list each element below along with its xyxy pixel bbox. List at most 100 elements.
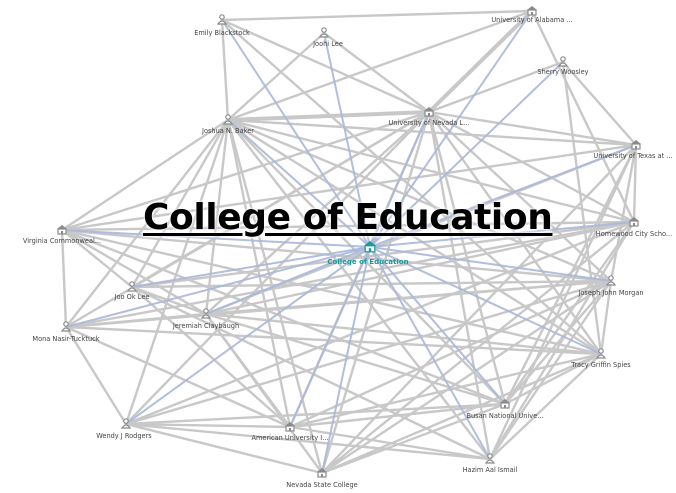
edge-virginia-texas: [60, 143, 638, 232]
node-label-joook: Joo Ok Lee: [114, 293, 150, 301]
person-icon: [60, 321, 72, 332]
edge-jeremiah-joseph: [204, 279, 613, 316]
edge-hazim-joseph: [488, 279, 613, 461]
node-college-of-education[interactable]: College of Education: [327, 241, 409, 266]
edge-nsc-texas: [320, 143, 638, 475]
center-node-label: College of Education: [327, 258, 408, 266]
edge-heavy-joshua-nevada: [227, 110, 430, 122]
edge-virginia-joook: [60, 228, 134, 289]
node-label-alabama: University of Alabama ...: [491, 16, 572, 24]
node-sherry[interactable]: Sherry Woosley: [537, 56, 589, 76]
edge-wendy-american: [124, 422, 292, 429]
edge-virginia-busan: [60, 228, 507, 406]
edge-joshua-virginia: [60, 118, 230, 232]
edge-nsc-busan: [320, 402, 507, 475]
edge-nevada-hazim: [427, 110, 492, 461]
node-label-joshua: Joshua N. Baker: [201, 127, 254, 135]
focus-edge-american: [289, 246, 371, 428]
edge-virginia-jeremiah: [60, 228, 208, 316]
node-label-jeremiah: Jeremiah Claybaugh: [172, 322, 239, 330]
edge-mona-jeremiah: [64, 312, 208, 329]
focus-edge-joook: [131, 246, 371, 288]
building-icon: [285, 422, 295, 432]
person-icon: [120, 418, 132, 429]
node-busan[interactable]: Busan National Unive...: [466, 399, 544, 420]
node-label-homewood: Homewood City Scho...: [596, 230, 672, 238]
node-tracy[interactable]: Tracy Griffin Spies: [570, 348, 631, 369]
node-label-joohi: Joohi Lee: [312, 40, 343, 48]
focus-edge-sherry: [369, 61, 564, 248]
focus-edge-joshua: [227, 119, 371, 248]
node-jeremiah[interactable]: Jeremiah Claybaugh: [172, 308, 239, 330]
person-icon: [222, 114, 234, 125]
node-label-wendy: Wendy J Rodgers: [96, 432, 152, 440]
node-american[interactable]: American University I...: [251, 422, 329, 442]
node-texas[interactable]: University of Texas at ...: [593, 140, 673, 160]
node-label-american: American University I...: [251, 434, 328, 442]
node-label-nsc: Nevada State College: [286, 481, 357, 489]
focus-edge-emily: [221, 19, 371, 248]
building-icon: [424, 107, 434, 117]
edge-homewood-texas: [632, 143, 638, 224]
building-icon: [527, 6, 537, 16]
node-emily[interactable]: Emily Blackstock: [194, 14, 250, 37]
edge-wendy-nsc: [124, 422, 324, 475]
building-icon: [631, 140, 641, 150]
edge-nevada-virginia: [60, 110, 431, 232]
node-label-joseph: Joseph John Morgan: [577, 289, 643, 297]
focus-edge-hazim: [369, 246, 491, 460]
node-mona[interactable]: Mona Nasir-Tucktuck: [32, 321, 100, 343]
person-icon: [595, 348, 607, 359]
edge-joseph-tracy: [599, 279, 613, 356]
edge-joseph-texas: [609, 143, 638, 283]
node-wendy[interactable]: Wendy J Rodgers: [96, 418, 152, 440]
edge-joook-joseph: [130, 279, 613, 289]
node-label-emily: Emily Blackstock: [194, 29, 250, 37]
edge-emily-nevada: [220, 18, 431, 114]
node-joook[interactable]: Joo Ok Lee: [114, 281, 150, 301]
edge-wendy-homewood: [124, 220, 636, 426]
building-icon: [629, 217, 639, 227]
focus-edge-nevada: [369, 111, 430, 248]
edge-joohi-joshua: [226, 31, 326, 122]
node-joohi[interactable]: Joohi Lee: [312, 27, 343, 48]
person-icon: [216, 14, 228, 25]
node-joshua[interactable]: Joshua N. Baker: [201, 114, 254, 135]
focus-edge-mona: [65, 246, 371, 328]
edge-hazim-homewood: [488, 220, 636, 461]
node-label-hazim: Hazim Aal Ismail: [463, 466, 518, 474]
node-joseph[interactable]: Joseph John Morgan: [577, 275, 644, 297]
node-nevada[interactable]: University of Nevada L...: [388, 107, 470, 127]
focus-edge-joohi: [323, 32, 371, 248]
node-alabama[interactable]: University of Alabama ...: [491, 6, 573, 24]
node-virginia[interactable]: Virginia Commonweal...: [23, 225, 101, 245]
edge-mona-american: [64, 325, 292, 429]
focus-edge-joseph: [369, 246, 612, 282]
person-icon: [557, 56, 569, 67]
node-hazim[interactable]: Hazim Aal Ismail: [463, 453, 518, 474]
edge-sherry-nevada: [427, 60, 565, 114]
edge-joshua-jeremiah: [204, 118, 230, 316]
edge-jeremiah-tracy: [204, 312, 603, 356]
edge-joshua-hazim: [226, 118, 492, 461]
focus-edge-alabama: [369, 10, 533, 248]
node-label-tracy: Tracy Griffin Spies: [570, 361, 631, 369]
edge-nsc-joseph: [320, 279, 613, 475]
edge-virginia-tracy: [60, 228, 603, 356]
node-homewood[interactable]: Homewood City Scho...: [596, 217, 672, 238]
edge-layer: [60, 9, 638, 475]
edge-emily-joshua: [220, 18, 230, 122]
edge-nevada-texas: [427, 110, 638, 147]
node-label-busan: Busan National Unive...: [466, 412, 543, 420]
edge-joshua-mona: [64, 118, 230, 329]
node-nsc[interactable]: Nevada State College: [286, 468, 358, 489]
person-icon: [605, 275, 617, 286]
node-label-sherry: Sherry Woosley: [537, 68, 588, 76]
edge-busan-homewood: [503, 220, 636, 406]
edge-joshua-homewood: [226, 118, 636, 224]
edge-joshua-american: [226, 118, 292, 429]
edge-wendy-hazim: [124, 422, 492, 461]
edge-nevada-homewood: [427, 110, 636, 224]
edge-sherry-texas: [561, 60, 638, 147]
